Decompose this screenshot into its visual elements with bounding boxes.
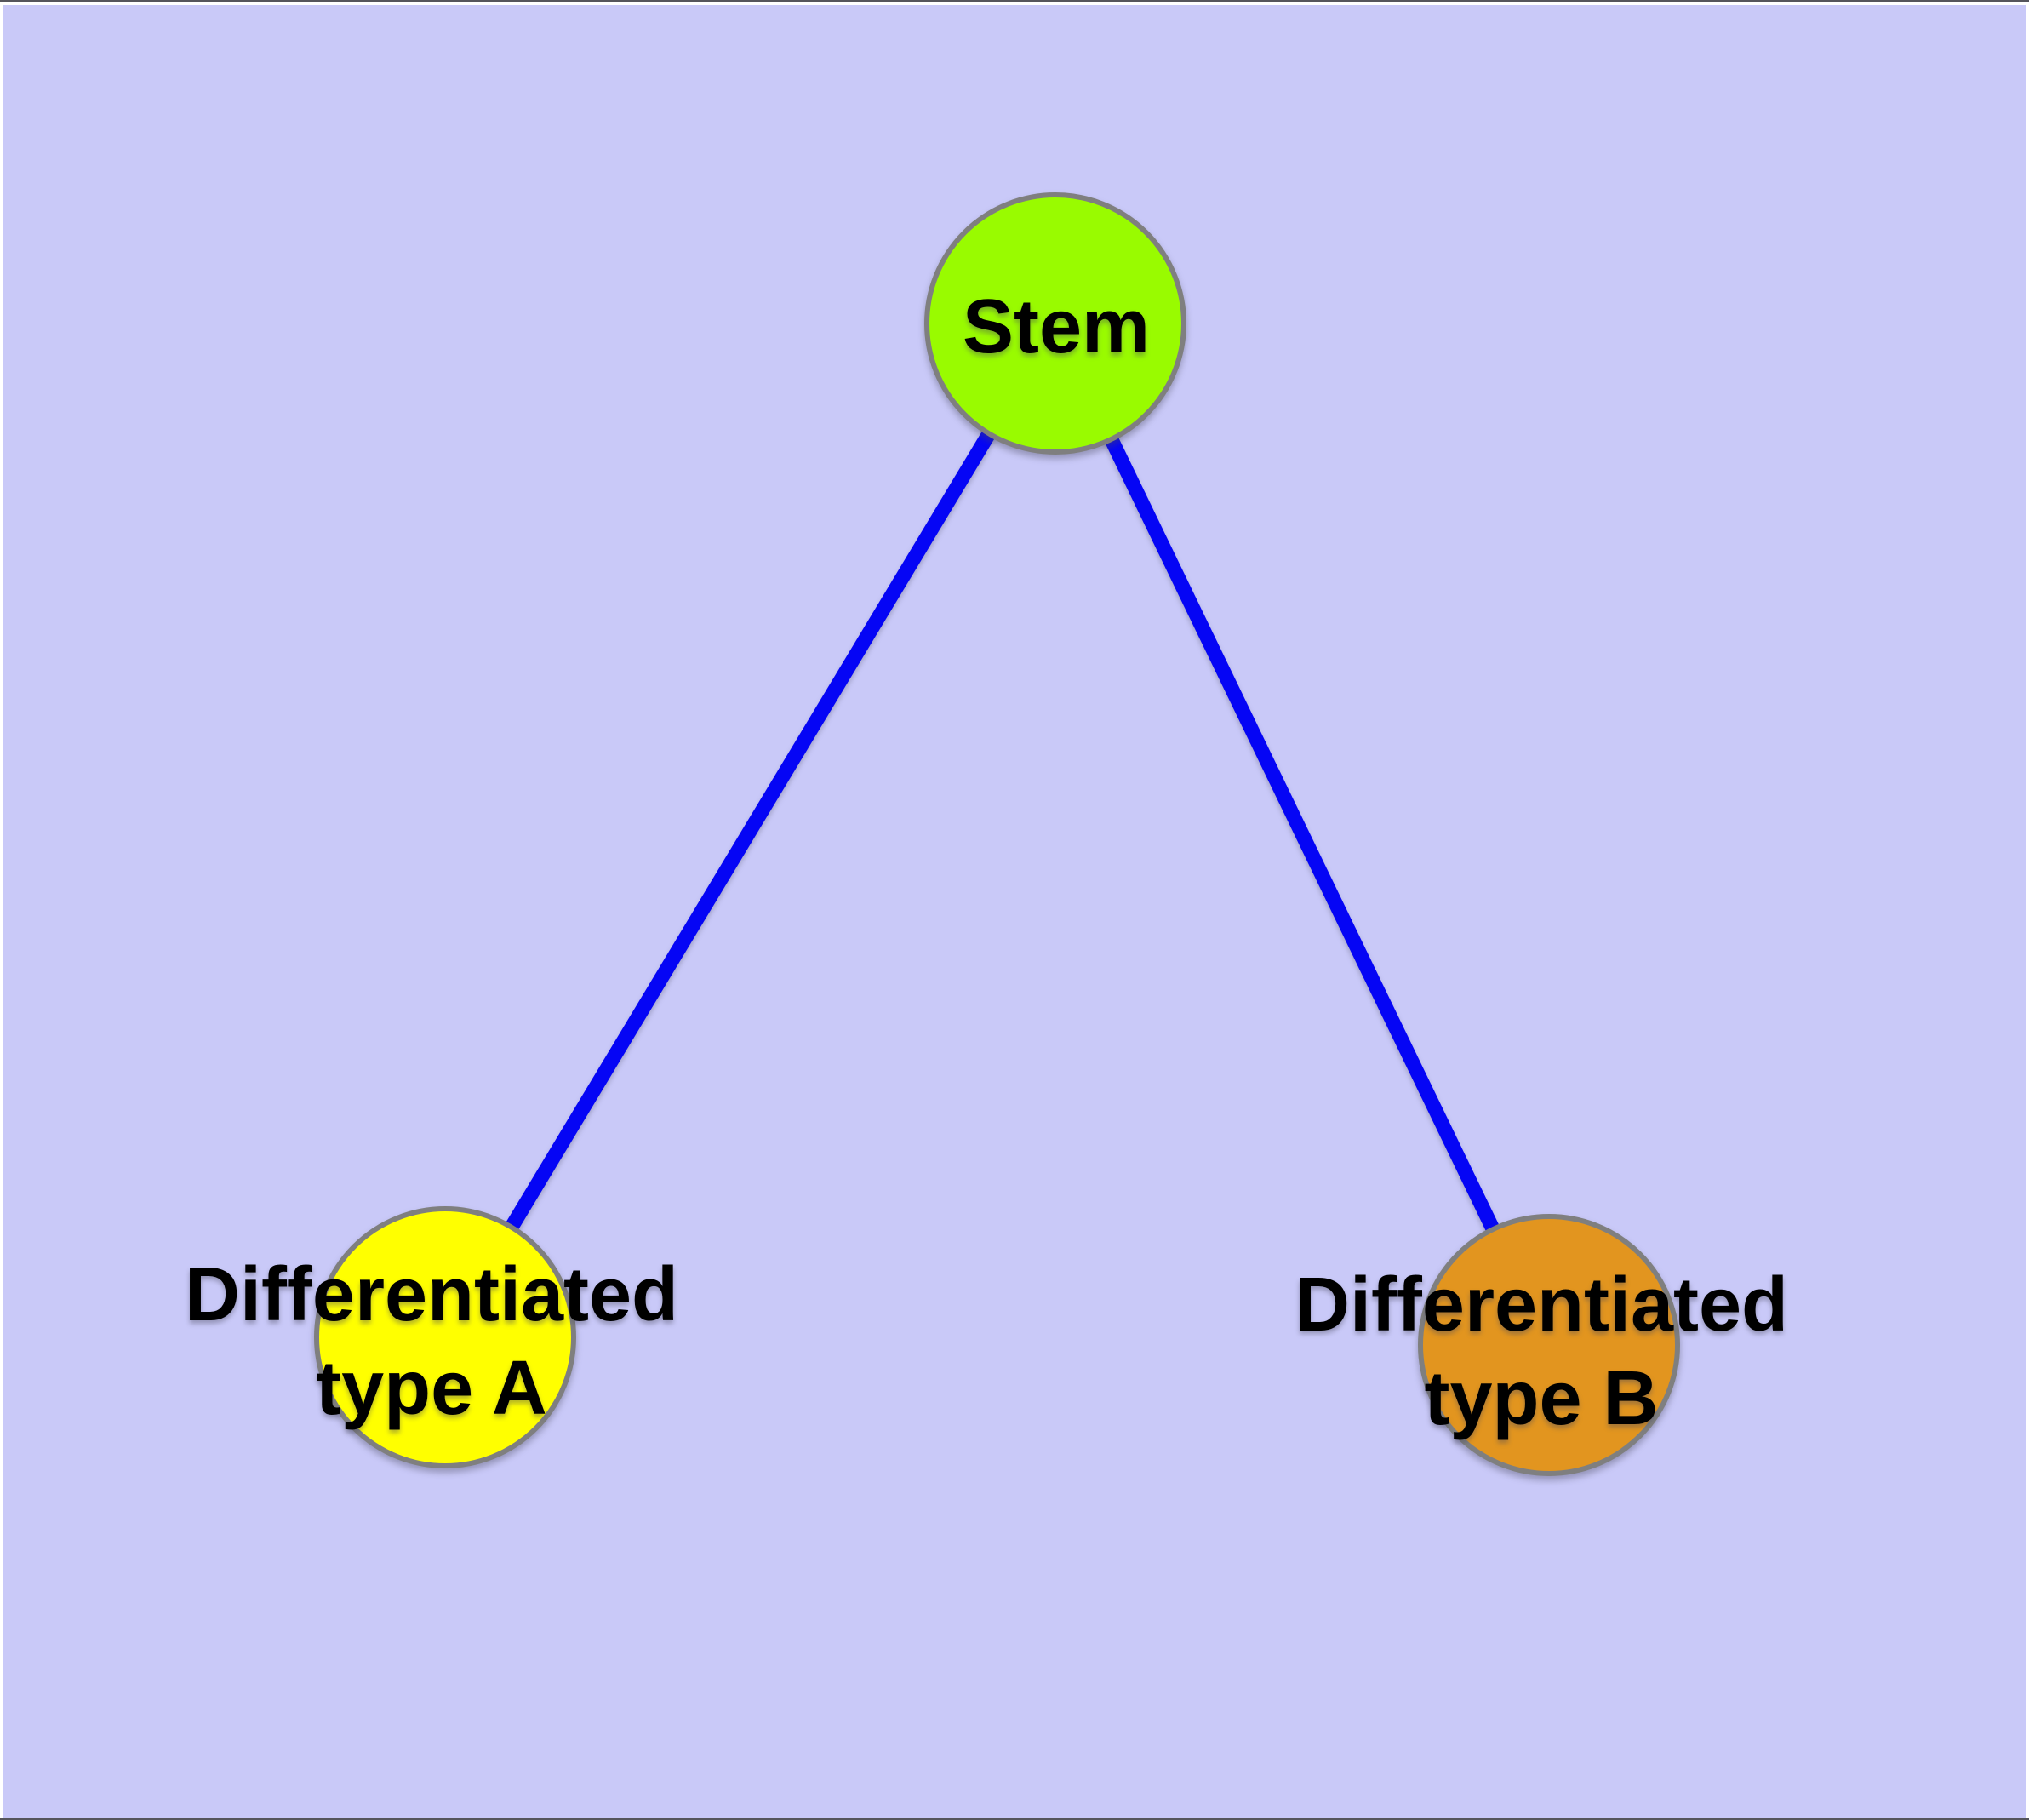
node-label-stem: Stem	[963, 284, 1150, 369]
edge-stem-to-type-b	[1049, 320, 1556, 1348]
node-differentiated-type-a	[314, 1206, 576, 1468]
node-label-differentiated-type-a: Differentiated type A	[185, 1252, 678, 1431]
node-label-line: Differentiated	[1295, 1262, 1788, 1348]
node-label-line: Differentiated	[185, 1252, 678, 1337]
node-differentiated-type-b	[1418, 1214, 1680, 1476]
node-label-line: Stem	[963, 284, 1150, 369]
edge-stem-to-type-a	[438, 319, 1062, 1342]
top-hairline	[0, 0, 2029, 2]
bottom-hairline	[0, 1818, 2029, 1820]
node-label-line: type B	[1424, 1356, 1658, 1441]
node-stem	[924, 192, 1186, 455]
node-label-line: type A	[316, 1346, 547, 1431]
edges-layer	[438, 319, 1556, 1348]
nodes-layer	[314, 192, 1680, 1476]
